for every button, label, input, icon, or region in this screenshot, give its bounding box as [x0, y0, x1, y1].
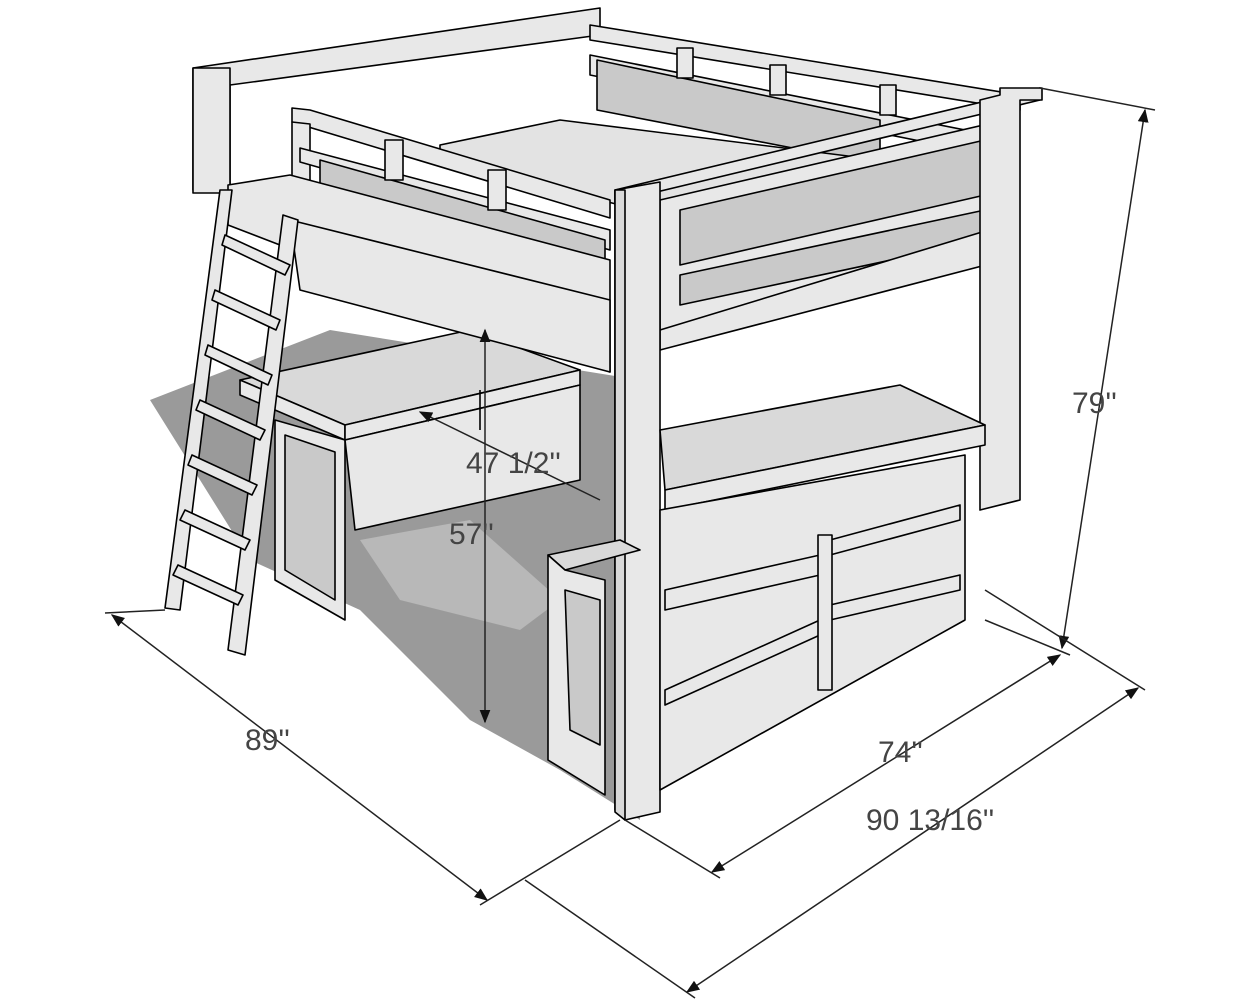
dim-label-width-inner: 74'' [878, 736, 923, 769]
dim-line-79 [1058, 108, 1149, 650]
front-desk-side [547, 539, 641, 796]
dim-label-depth: 89'' [245, 724, 290, 757]
left-desk [239, 329, 581, 621]
dim-line-90-13-16 [685, 687, 1140, 993]
dim-label-floor-to-bed: 57'' [449, 518, 494, 551]
ladder [164, 189, 299, 656]
dim-line-47-5 [418, 411, 601, 501]
back-slats [676, 47, 897, 116]
dim-label-desk-to-bed: 47 1/2'' [466, 447, 561, 480]
front-corner-post [614, 181, 661, 821]
dim-label-height: 79'' [1072, 387, 1117, 420]
dim-line-89 [110, 614, 489, 901]
dimension-lines [104, 87, 1156, 999]
front-guard-rail [227, 107, 611, 373]
right-back-post [979, 87, 1043, 511]
right-desk [659, 384, 986, 791]
dim-label-width-outer: 90 13/16'' [866, 804, 994, 837]
